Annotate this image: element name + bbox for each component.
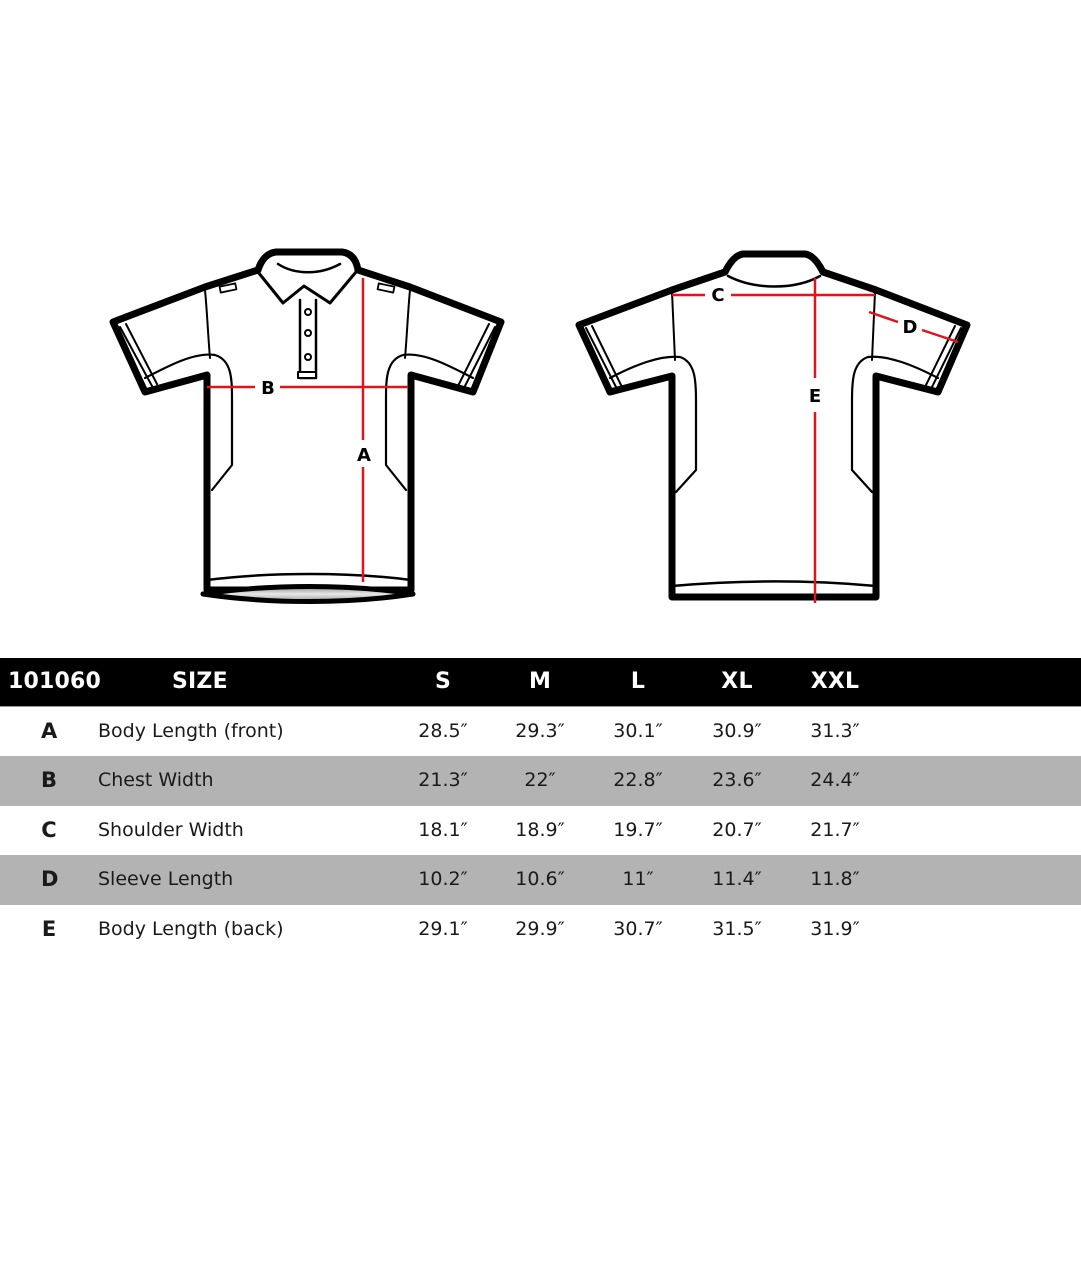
table-row-d: D Sleeve Length 10.2″ 10.6″ 11″ 11.4″ 11… [0, 855, 1081, 905]
cell-l: 22.8″ [613, 769, 663, 792]
front-shirt-icon [109, 248, 505, 604]
row-code: D [41, 867, 59, 892]
size-column-header: SIZE [172, 669, 228, 694]
size-chart-table: 101060 SIZE S M L XL XXL A Body Length (… [0, 658, 1081, 954]
cell-l: 19.7″ [613, 818, 663, 841]
table-row-b: B Chest Width 21.3″ 22″ 22.8″ 23.6″ 24.4… [0, 756, 1081, 806]
row-label: Sleeve Length [98, 868, 234, 891]
cell-xl: 31.5″ [712, 917, 762, 940]
row-label: Body Length (front) [98, 720, 284, 742]
row-label: Shoulder Width [98, 818, 244, 841]
shirt-illustrations: B A [109, 248, 971, 604]
cell-s: 21.3″ [418, 769, 468, 792]
table-row-c: C Shoulder Width 18.1″ 18.9″ 19.7″ 20.7″… [0, 806, 1081, 855]
table-row-e: E Body Length (back) 29.1″ 29.9″ 30.7″ 3… [0, 905, 1081, 954]
size-header-m: M [528, 669, 552, 694]
measure-label-e: E [809, 386, 821, 407]
measure-label-d: D [903, 317, 918, 338]
cell-l: 30.7″ [613, 917, 663, 940]
cell-xl: 30.9″ [712, 720, 762, 742]
cell-s: 28.5″ [418, 720, 468, 742]
style-number: 101060 [8, 669, 102, 694]
front-measure-lines [207, 278, 408, 582]
table-header: 101060 SIZE S M L XL XXL [0, 658, 1081, 707]
size-header-l: L [630, 669, 646, 694]
row-label: Body Length (back) [98, 917, 284, 940]
row-label: Chest Width [98, 769, 214, 792]
back-measure-lines [672, 278, 959, 603]
cell-m: 29.3″ [515, 720, 565, 742]
size-header-xxl: XXL [810, 669, 860, 694]
cell-m: 10.6″ [515, 868, 565, 891]
row-code: A [41, 719, 58, 743]
cell-xl: 20.7″ [712, 818, 762, 841]
cell-s: 10.2″ [418, 868, 468, 891]
measure-label-c: C [711, 285, 724, 306]
cell-xxl: 11.8″ [810, 868, 860, 891]
cell-xl: 23.6″ [712, 769, 762, 792]
row-code: C [41, 817, 57, 842]
back-shirt-icon [575, 250, 971, 601]
size-header-s: S [434, 669, 452, 694]
cell-s: 18.1″ [418, 818, 468, 841]
row-code: E [41, 916, 57, 941]
garment-diagram: B A [109, 248, 971, 604]
cell-xl: 11.4″ [712, 868, 762, 891]
cell-xxl: 24.4″ [810, 769, 860, 792]
cell-xxl: 31.9″ [810, 917, 860, 940]
cell-xxl: 31.3″ [810, 720, 860, 742]
cell-xxl: 21.7″ [810, 818, 860, 841]
cell-m: 29.9″ [515, 917, 565, 940]
measure-label-b: B [261, 378, 275, 399]
cell-s: 29.1″ [418, 917, 468, 940]
cell-l: 30.1″ [613, 720, 663, 742]
cell-m: 22″ [524, 769, 556, 792]
size-header-xl: XL [721, 669, 753, 694]
cell-m: 18.9″ [515, 818, 565, 841]
cell-l: 11″ [622, 868, 654, 891]
measure-label-a: A [357, 445, 371, 466]
row-code: B [41, 768, 58, 793]
table-row-a: A Body Length (front) 28.5″ 29.3″ 30.1″ … [0, 707, 1081, 756]
